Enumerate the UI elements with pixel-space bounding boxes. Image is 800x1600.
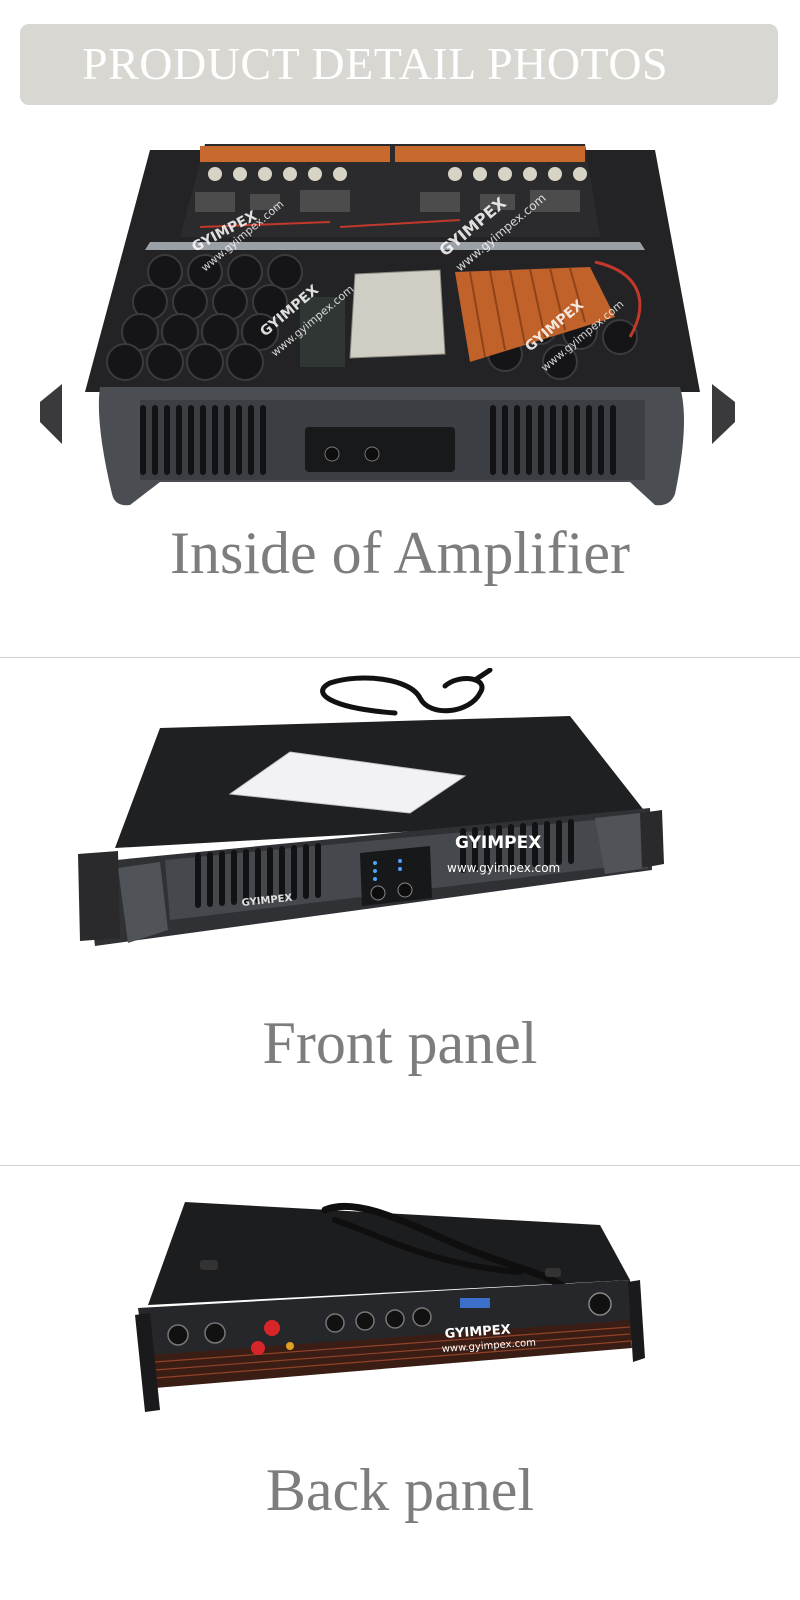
section-divider	[0, 657, 800, 658]
svg-text:GYIMPEX: GYIMPEX	[444, 1322, 511, 1342]
amplifier-front-photo: GYIMPEX GYIMPEX www.gyimpex.com	[0, 668, 800, 988]
header-banner	[20, 24, 778, 105]
amplifier-back-photo: GYIMPEX www.gyimpex.com	[0, 1180, 800, 1440]
section-caption-back: Back panel	[265, 1457, 535, 1523]
svg-text:GYIMPEX: GYIMPEX	[241, 893, 293, 909]
section-caption-inside: Inside of Amplifier	[170, 520, 630, 586]
section-caption-front: Front panel	[262, 1010, 538, 1076]
amplifier-interior-photo: GYIMPEX GYIMPEX GYIMPEX GYIMPEX www.gyim…	[0, 122, 800, 517]
page-title: PRODUCT DETAIL PHOTOS	[82, 38, 669, 89]
svg-text:www.gyimpex.com: www.gyimpex.com	[447, 861, 560, 875]
section-divider	[0, 1165, 800, 1166]
svg-text:GYIMPEX: GYIMPEX	[455, 833, 541, 853]
